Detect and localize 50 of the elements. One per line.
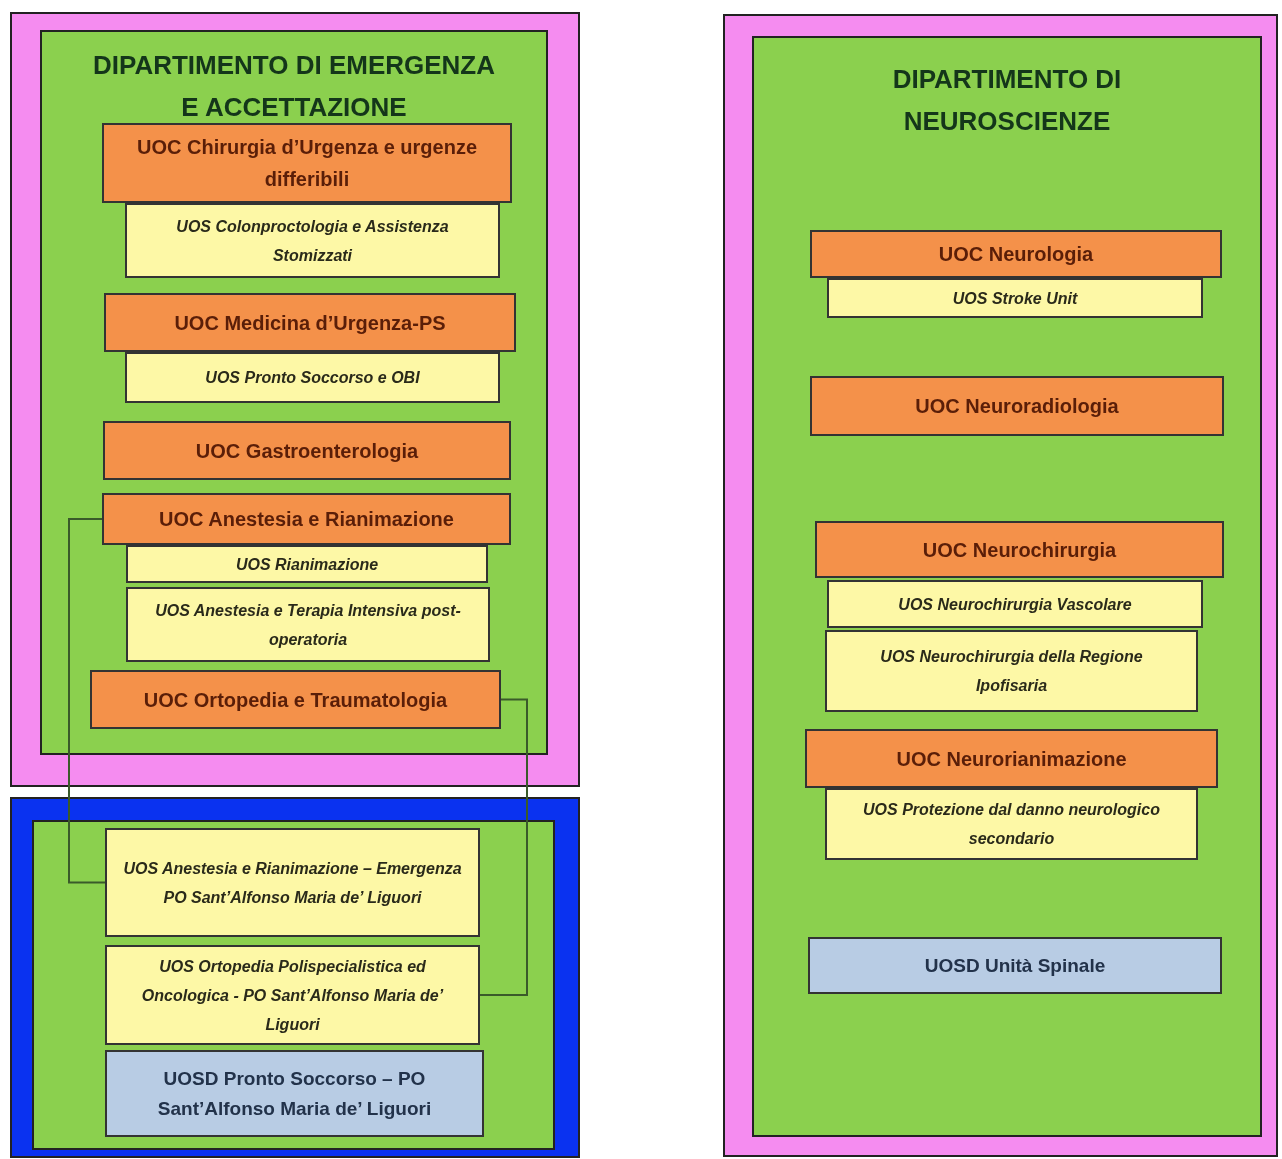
unit-label: UOS Ortopedia Polispecialistica ed Oncologica - PO Sant’Alfonso Maria de’ Liguori — [140, 956, 445, 1035]
uos-box — [105, 945, 480, 1045]
unit-label: UOS Anestesia e Terapia Intensiva post-operatoria — [154, 600, 462, 650]
uoc-box — [90, 670, 501, 729]
uoc-box — [805, 729, 1218, 788]
uos-box — [827, 580, 1203, 628]
uos-box — [825, 630, 1198, 712]
unit-label: UOSD Pronto Soccorso – PO Sant’Alfonso Maria de’ Liguori — [156, 1066, 433, 1121]
uos-box — [105, 828, 480, 937]
department-heading: DIPARTIMENTO DI EMERGENZA E ACCETTAZIONE — [91, 49, 497, 124]
uoc-box — [103, 421, 511, 480]
unit-label: UOC Neurologia — [937, 242, 1095, 267]
uosd-box — [808, 937, 1222, 994]
uoc-box — [815, 521, 1224, 578]
unit-label: UOS Protezione dal danno neurologico secondario — [862, 800, 1161, 849]
unit-label: UOS Rianimazione — [234, 554, 380, 575]
uoc-box — [810, 230, 1222, 278]
unit-label: UOS Neurochirurgia Vascolare — [897, 594, 1133, 615]
uoc-box — [102, 123, 512, 203]
unit-label: UOSD Unità Spinale — [923, 953, 1107, 978]
unit-label: UOC Anestesia e Rianimazione — [158, 507, 455, 532]
hospital-frame — [10, 797, 580, 1158]
unit-label: UOC Ortopedia e Traumatologia — [142, 687, 449, 713]
connector-line — [479, 698, 528, 996]
uos-box — [125, 352, 500, 403]
unit-label: UOC Gastroenterologia — [194, 438, 420, 464]
unit-label: UOC Neurochirurgia — [921, 537, 1118, 563]
uos-box — [126, 545, 488, 583]
unit-label: UOC Neuroradiologia — [914, 394, 1120, 419]
unit-label: UOS Stroke Unit — [951, 288, 1079, 309]
unit-label: UOS Colonproctologia e Assistenza Stomizzati — [175, 216, 450, 266]
connector-line — [68, 518, 106, 884]
uoc-box — [102, 493, 511, 545]
uos-box — [827, 278, 1203, 318]
unit-label: UOS Anestesia e Rianimazione – Emergenza PO Sant’Alfonso Maria de’ Liguori — [122, 858, 463, 908]
uoc-box — [104, 293, 516, 352]
department-frame — [10, 12, 580, 787]
department-heading: DIPARTIMENTO DI NEUROSCIENZE — [891, 63, 1123, 138]
unit-label: UOC Chirurgia d’Urgenza e urgenze differibili — [135, 135, 479, 192]
unit-label: UOS Pronto Soccorso e OBI — [204, 368, 421, 388]
uos-box — [125, 203, 500, 278]
unit-label: UOC Medicina d’Urgenza-PS — [173, 310, 447, 336]
uos-box — [825, 788, 1198, 860]
unit-label: UOS Neurochirurgia della Regione Ipofisaria — [879, 647, 1144, 696]
unit-label: UOC Neurorianimazione — [895, 746, 1128, 772]
uosd-box — [105, 1050, 484, 1137]
department-panel — [40, 30, 548, 755]
uos-box — [126, 587, 490, 662]
uoc-box — [810, 376, 1224, 436]
department-panel — [32, 820, 555, 1150]
